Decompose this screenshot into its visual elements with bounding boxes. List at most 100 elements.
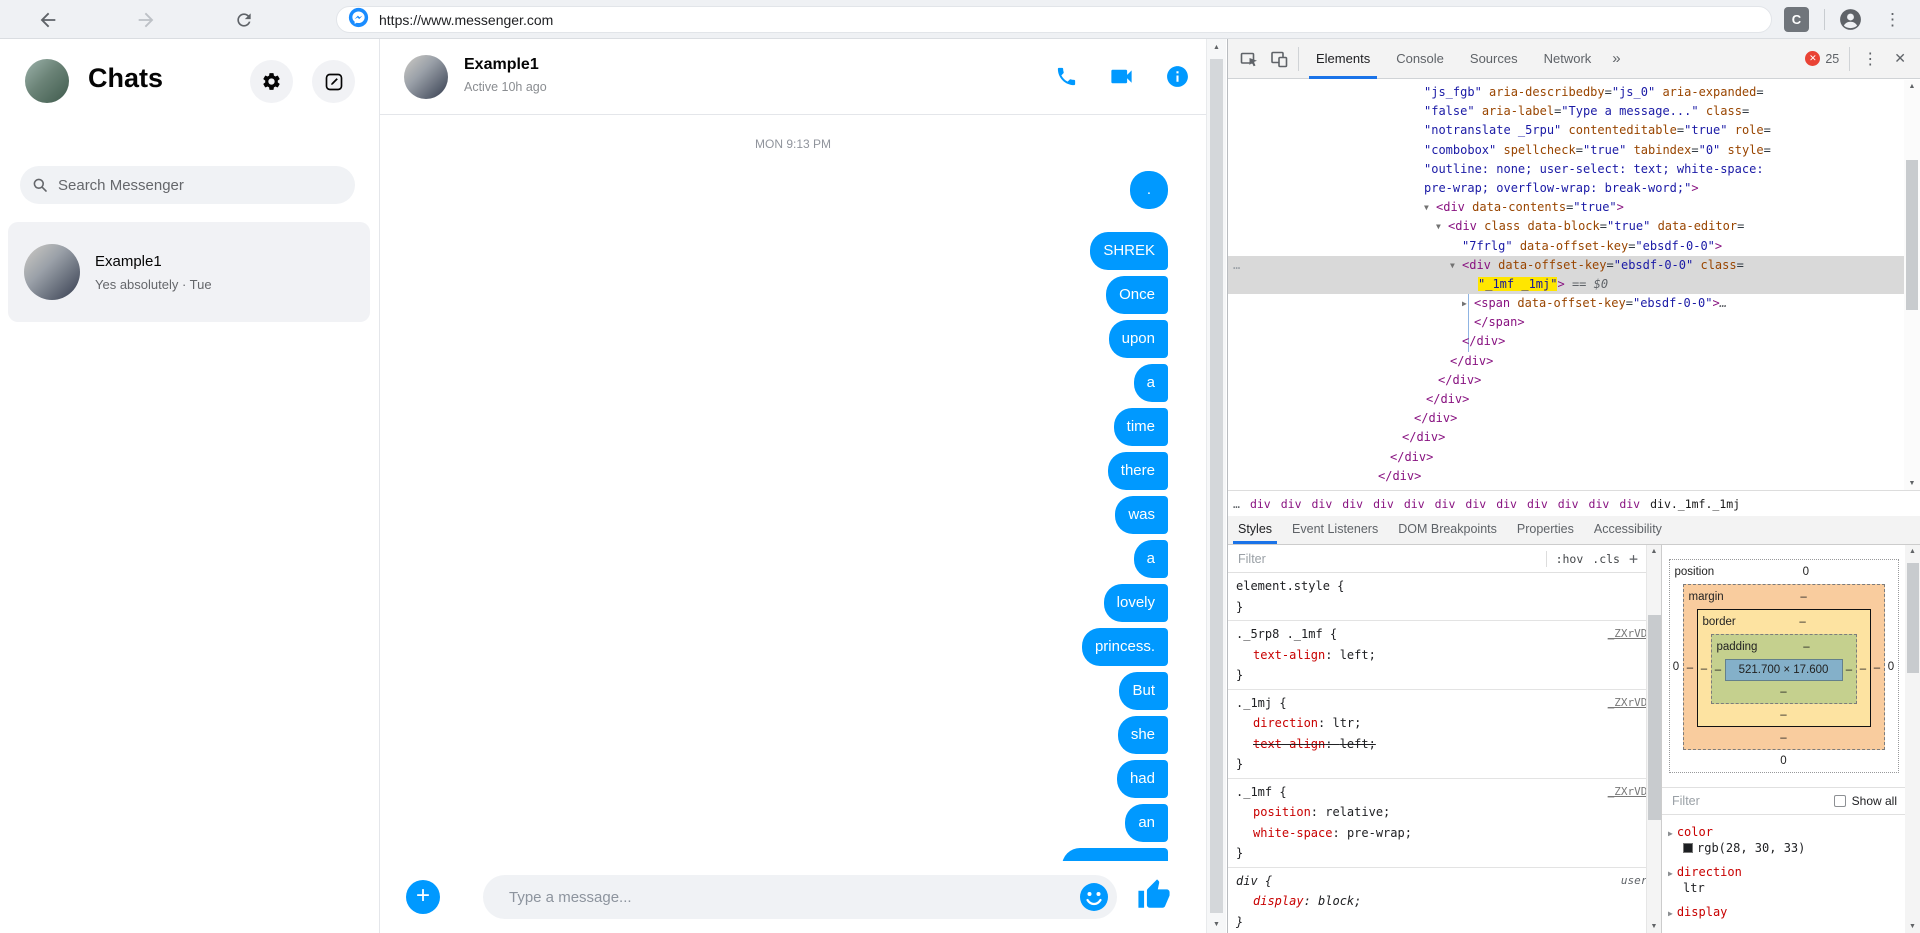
css-rule[interactable]: element.style {} (1228, 573, 1646, 621)
dom-tree-line[interactable]: </span> (1474, 315, 1525, 330)
dom-tree-line[interactable]: </div> (1378, 468, 1422, 482)
scrollbar-thumb[interactable] (1648, 615, 1661, 820)
scroll-up-icon[interactable]: ▲ (1908, 83, 1916, 90)
css-source-link[interactable]: _ZXrVD-AHTF…h19_E8cP:94 (1607, 695, 1646, 709)
phone-icon[interactable] (1055, 65, 1078, 93)
dom-tree-line[interactable]: …▼<div data-offset-key="ebsdf-0-0" class… (1228, 255, 1904, 275)
scrollbar-thumb[interactable] (1210, 59, 1223, 913)
dom-tree-line[interactable]: </div> (1402, 430, 1446, 445)
breadcrumb-item[interactable]: div (1557, 496, 1579, 511)
back-icon[interactable] (36, 8, 60, 32)
new-style-rule-button[interactable]: + (1628, 549, 1638, 568)
dom-tree-line[interactable]: "combobox" spellcheck="true" tabindex="0… (1424, 142, 1771, 157)
breadcrumb-item[interactable]: div (1434, 496, 1456, 511)
devtools-tab-elements[interactable]: Elements (1303, 39, 1383, 79)
dom-tree-line[interactable]: </div> (1438, 372, 1482, 387)
page-scrollbar[interactable]: ▲ ▼ (1206, 39, 1226, 933)
search-input[interactable] (56, 175, 355, 195)
message-input[interactable] (507, 887, 1117, 907)
new-message-button[interactable] (312, 60, 355, 103)
dom-tree-line[interactable]: </div> (1450, 353, 1494, 368)
avatar[interactable] (404, 55, 448, 99)
conversation-item[interactable]: Example1 Yes absolutely · Tue (8, 222, 370, 322)
dom-tree-line[interactable]: </div> (1414, 411, 1458, 426)
scroll-down-icon[interactable]: ▼ (1909, 923, 1916, 930)
css-rule[interactable]: ._5rp8 ._1mf {_ZXrVD-AHTF…h19_E8cP:92tex… (1228, 621, 1646, 690)
css-rule[interactable]: ._1mj {_ZXrVD-AHTF…h19_E8cP:94direction:… (1228, 690, 1646, 779)
reload-icon[interactable] (232, 8, 256, 32)
add-attachment-button[interactable]: + (406, 880, 440, 914)
emoji-icon[interactable] (1079, 882, 1109, 912)
class-toggle[interactable]: .cls (1592, 551, 1620, 566)
css-source-link[interactable]: user agent stylesheet (1620, 873, 1646, 887)
browser-menu-icon[interactable]: ⋮ (1884, 10, 1901, 29)
styles-filter-input[interactable] (1236, 550, 1537, 567)
breadcrumb-item[interactable]: div (1249, 496, 1271, 511)
dom-tree-line[interactable]: "js_fgb" aria-describedby="js_0" aria-ex… (1424, 85, 1764, 99)
settings-button[interactable] (250, 60, 293, 103)
dom-tree-line[interactable]: </div> (1390, 449, 1434, 464)
styles-scrollbar[interactable]: ▲ ▼ (1646, 545, 1661, 933)
elements-scrollbar[interactable]: ▲ ▼ (1904, 80, 1920, 490)
dom-tree-line[interactable]: "outline: none; user-select: text; white… (1424, 161, 1764, 176)
search-bar[interactable] (20, 166, 355, 204)
elements-tree[interactable]: "js_fgb" aria-describedby="js_0" aria-ex… (1228, 80, 1904, 482)
dom-tree-line[interactable]: pre-wrap; overflow-wrap: break-word;"> (1424, 180, 1699, 195)
breadcrumb-item[interactable]: … (1233, 496, 1240, 511)
breadcrumb-item[interactable]: div (1342, 496, 1364, 511)
scroll-up-icon[interactable]: ▲ (1909, 548, 1916, 555)
breadcrumb-item[interactable]: div (1496, 496, 1517, 511)
dom-tree-line[interactable]: </div> (1462, 334, 1506, 349)
scroll-down-icon[interactable]: ▼ (1213, 921, 1220, 928)
dom-tree-line[interactable]: ▶<span data-offset-key="ebsdf-0-0">… (1462, 296, 1727, 311)
breadcrumb-item[interactable]: div (1280, 496, 1302, 511)
dom-tree-line[interactable]: ▼<div data-contents="true"> (1424, 200, 1624, 215)
forward-icon[interactable] (134, 8, 158, 32)
panel-tab-properties[interactable]: Properties (1516, 522, 1574, 536)
breadcrumb-item[interactable]: div (1403, 496, 1425, 511)
scroll-up-icon[interactable]: ▲ (1213, 44, 1220, 51)
dom-tree-line[interactable]: "notranslate _5rpu" contenteditable="tru… (1424, 123, 1771, 138)
show-all-checkbox[interactable] (1833, 795, 1846, 807)
extension-badge[interactable]: C (1784, 7, 1809, 32)
dom-tree-line[interactable]: ▼<div class data-block="true" data-edito… (1436, 219, 1745, 234)
devtools-tab-network[interactable]: Network (1543, 50, 1592, 66)
devtools-close-icon[interactable]: ✕ (1894, 50, 1906, 66)
breadcrumb-item[interactable]: div (1373, 496, 1394, 511)
panel-tab-accessibility[interactable]: Accessibility (1593, 522, 1662, 536)
more-tabs-button[interactable]: » (1612, 50, 1621, 67)
dom-tree-line[interactable]: "_1mf _1mj"> == $0 (1228, 274, 1904, 295)
breadcrumb-item[interactable]: div (1588, 496, 1610, 511)
profile-icon[interactable] (1838, 7, 1863, 32)
video-call-icon[interactable] (1108, 63, 1135, 95)
scrollbar-thumb[interactable] (1906, 160, 1918, 310)
css-rule[interactable]: div {user agent stylesheetdisplay: block… (1228, 868, 1646, 933)
breadcrumb-item[interactable]: div (1526, 496, 1548, 511)
devtools-tab-sources[interactable]: Sources (1469, 50, 1518, 66)
message-input-pill[interactable] (483, 875, 1117, 919)
dom-tree-line[interactable]: "false" aria-label="Type a message..." c… (1424, 104, 1750, 119)
panel-tab-event-listeners[interactable]: Event Listeners (1292, 522, 1379, 536)
dom-tree-line[interactable]: </div> (1426, 392, 1470, 406)
pseudo-class-toggle[interactable]: :hov (1555, 551, 1584, 566)
scrollbar-thumb[interactable] (1907, 563, 1919, 673)
thumbs-up-icon[interactable] (1137, 878, 1173, 914)
computed-scrollbar[interactable]: ▲ ▼ (1905, 545, 1920, 933)
scroll-up-icon[interactable]: ▲ (1650, 548, 1658, 555)
breadcrumb-item[interactable]: div (1465, 496, 1487, 511)
computed-filter-input[interactable] (1670, 793, 1834, 809)
css-source-link[interactable]: _ZXrVD-AHTF…h19_E8cP:92 (1607, 627, 1646, 640)
devtools-tab-console[interactable]: Console (1396, 50, 1444, 66)
breadcrumb-item[interactable]: div (1311, 496, 1333, 511)
breadcrumb-item[interactable]: div._1mf._1mj (1645, 491, 1746, 516)
avatar[interactable] (25, 59, 69, 103)
breadcrumb-item[interactable]: div (1619, 496, 1641, 511)
panel-tab-dom-breakpoints[interactable]: DOM Breakpoints (1398, 522, 1497, 536)
device-toolbar-icon[interactable] (1264, 44, 1294, 74)
devtools-menu-icon[interactable]: ⋮ (1862, 50, 1879, 68)
panel-tab-styles[interactable]: Styles (1228, 516, 1282, 544)
error-badge[interactable]: ✕ 25 (1799, 51, 1845, 66)
